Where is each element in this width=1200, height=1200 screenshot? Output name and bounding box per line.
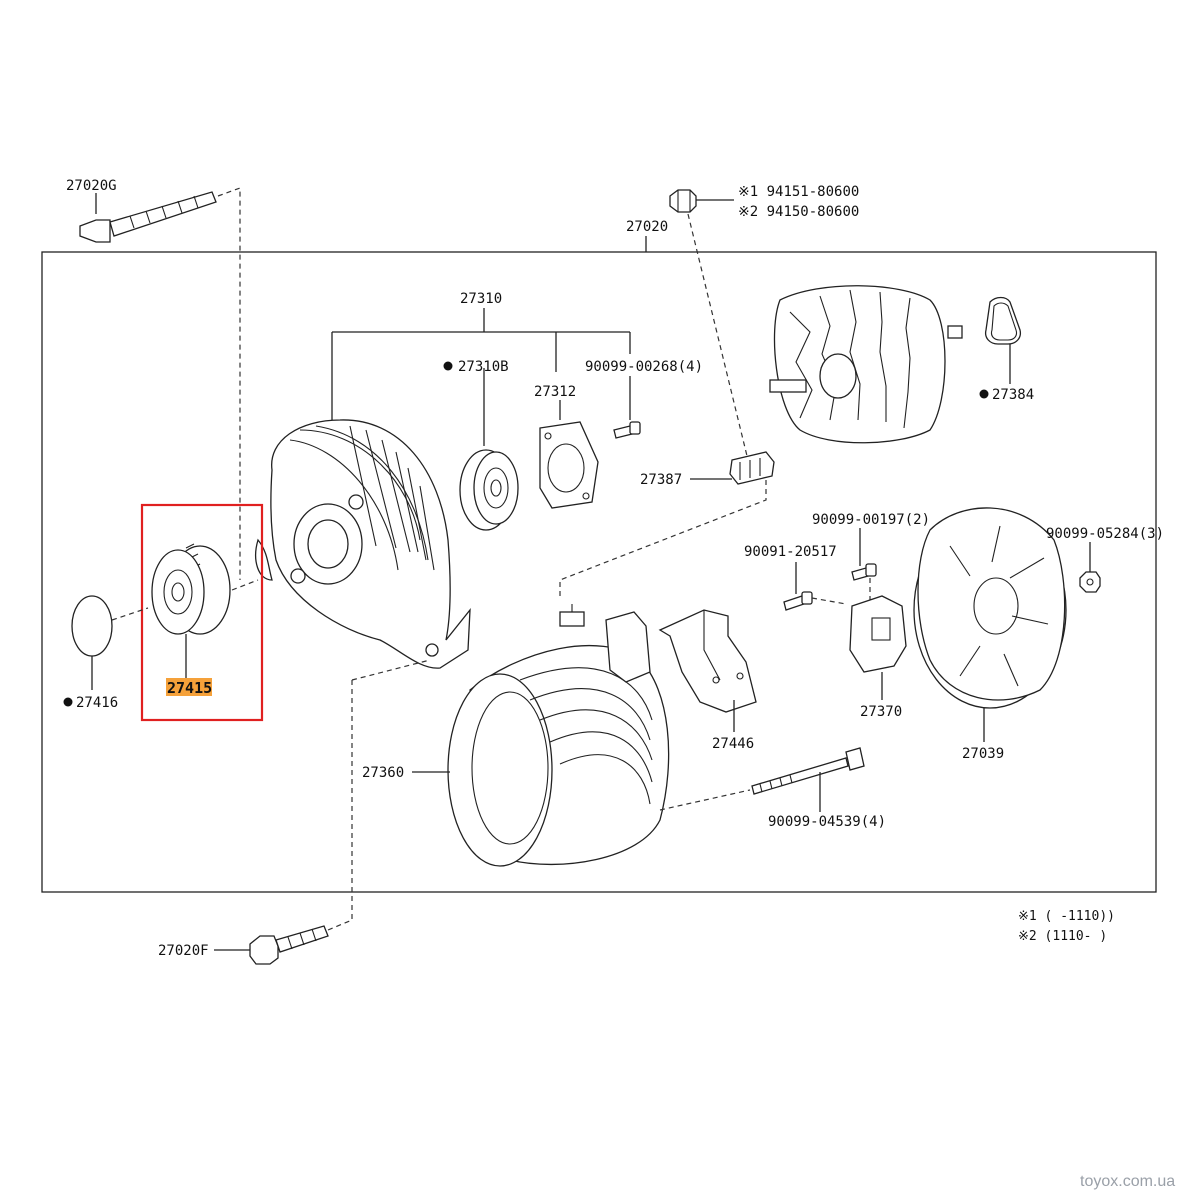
- brush-27387: [729, 451, 775, 485]
- label-27387: 27387: [640, 472, 682, 488]
- pulley-27415: [151, 543, 231, 635]
- stator-27360: [447, 604, 670, 867]
- label-27039: 27039: [962, 746, 1004, 762]
- screw-90099-00197: [851, 563, 877, 581]
- label-27020g: 27020G: [66, 178, 117, 194]
- legend-line-2: ※2 (1110- ): [1018, 929, 1107, 944]
- label-27312: 27312: [534, 384, 576, 400]
- watermark-text: toyox.com.ua: [1080, 1173, 1175, 1190]
- label-90091-20517: 90091-20517: [744, 544, 837, 560]
- bullet-dot-27384: [979, 389, 989, 399]
- label-box-27415: [166, 678, 212, 696]
- label-27310: 27310: [460, 291, 502, 307]
- label-27384: 27384: [992, 387, 1034, 403]
- bearing-27310b: [459, 449, 519, 531]
- regulator-27370: [849, 595, 907, 673]
- label-27446: 27446: [712, 736, 754, 752]
- bolt-90099-04539: [751, 747, 865, 795]
- cap-27416: [71, 595, 113, 657]
- bullet-dot-27416: [63, 697, 73, 707]
- nut-9415x: [669, 189, 697, 213]
- nut-90099-05284: [1079, 571, 1101, 593]
- bolt-27020g: [79, 191, 217, 243]
- label-27310b: 27310B: [458, 359, 509, 375]
- rear-cover-27039: [913, 507, 1067, 709]
- legend-line-1: ※1 ( -1110)): [1018, 909, 1115, 924]
- label-90099-05284: 90099-05284(3): [1046, 526, 1164, 542]
- screw-90091-20517: [783, 591, 813, 611]
- bullet-dot-27310b: [443, 361, 453, 371]
- label-90099-00197: 90099-00197(2): [812, 512, 930, 528]
- bracket-27446: [658, 609, 757, 713]
- note-line-2: ※2 94150-80600: [738, 204, 859, 220]
- bolt-27020f: [249, 925, 329, 965]
- rotor-assembly: [769, 285, 963, 444]
- label-90099-04539: 90099-04539(4): [768, 814, 886, 830]
- screw-90099-00268: [613, 421, 641, 439]
- label-27415: 27415: [167, 679, 212, 697]
- label-27370: 27370: [860, 704, 902, 720]
- label-27020f: 27020F: [158, 943, 209, 959]
- note-line-1: ※1 94151-80600: [738, 184, 859, 200]
- label-90099-00268: 90099-00268(4): [585, 359, 703, 375]
- ring-27384: [984, 296, 1022, 345]
- label-27360: 27360: [362, 765, 404, 781]
- highlight-box-27415: [140, 503, 264, 722]
- drive-end-frame: [255, 419, 471, 669]
- retainer-plate-27312: [539, 421, 599, 509]
- label-27020: 27020: [626, 219, 668, 235]
- label-27416: 27416: [76, 695, 118, 711]
- assembly-frame: [41, 251, 1157, 893]
